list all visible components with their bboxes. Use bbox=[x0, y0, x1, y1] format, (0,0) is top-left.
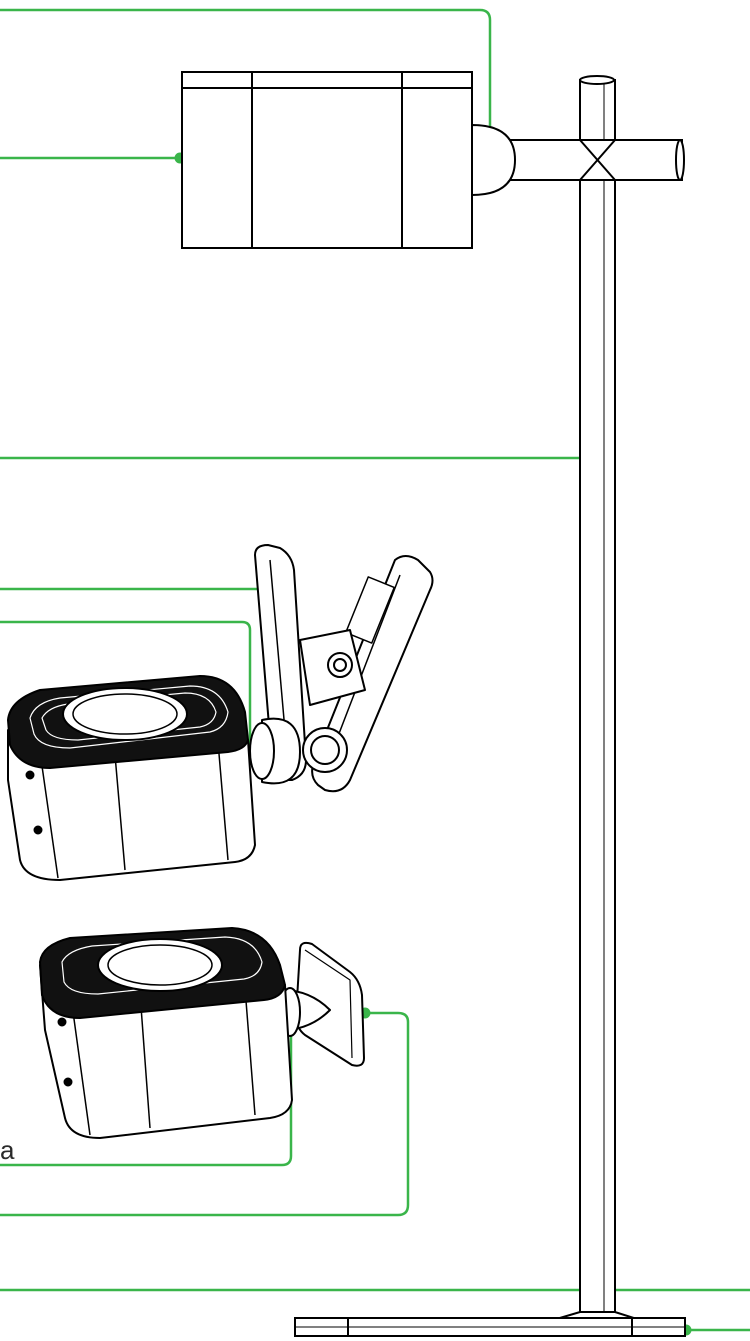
leader-lines bbox=[0, 8, 750, 1332]
stand-base bbox=[294, 1311, 686, 1337]
pole-cap bbox=[579, 75, 615, 85]
camera-mount-label: a bbox=[0, 1135, 15, 1165]
clip-light-assembly bbox=[7, 544, 434, 881]
light-head-body bbox=[181, 71, 473, 249]
clip-lamp-body bbox=[7, 729, 256, 881]
leader-line-ball-joint bbox=[0, 8, 492, 152]
stand-pole bbox=[509, 75, 685, 1316]
pole-shaft bbox=[579, 79, 616, 1316]
clip-front-arm bbox=[311, 555, 434, 793]
leader-line-wall-mount-joint bbox=[0, 1018, 293, 1167]
wall-plate bbox=[295, 941, 365, 1067]
wall-mount-light-assembly bbox=[39, 927, 365, 1139]
cross-arm bbox=[509, 139, 683, 181]
leader-line-wall-plate bbox=[0, 1011, 410, 1217]
leader-line-clip-joint-bend bbox=[0, 620, 252, 747]
ball-joint bbox=[471, 123, 517, 197]
stand-light-head bbox=[181, 71, 517, 249]
